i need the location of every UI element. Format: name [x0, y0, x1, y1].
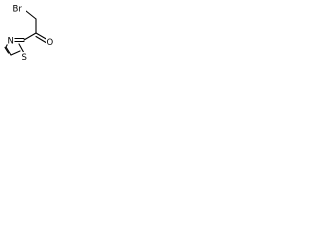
oxygen-atom-label: O	[47, 38, 54, 48]
sulfur-label-background	[20, 52, 28, 61]
bromoacetyl-thiazole-structure: S N O Br	[4, 3, 54, 63]
bond-c5-c4-double	[4, 46, 10, 54]
nitrogen-atom-label: N	[8, 37, 14, 47]
bond-c2-carbonyl	[23, 32, 37, 41]
sulfur-atom-label: S	[22, 53, 27, 63]
oxygen-label-background	[46, 37, 54, 46]
bromine-label-background	[12, 3, 26, 13]
bond-carbonyl-oxygen-double	[35, 35, 47, 44]
nitrogen-label-background	[7, 35, 15, 45]
bromine-atom-label: Br	[13, 5, 23, 15]
bond-c5-c4	[5, 46, 12, 56]
bond-ch2-bromine	[25, 10, 37, 20]
bromoacetyl-chain	[23, 10, 49, 44]
bond-c2-s1	[18, 43, 25, 54]
bond-s1-c5	[10, 50, 21, 56]
